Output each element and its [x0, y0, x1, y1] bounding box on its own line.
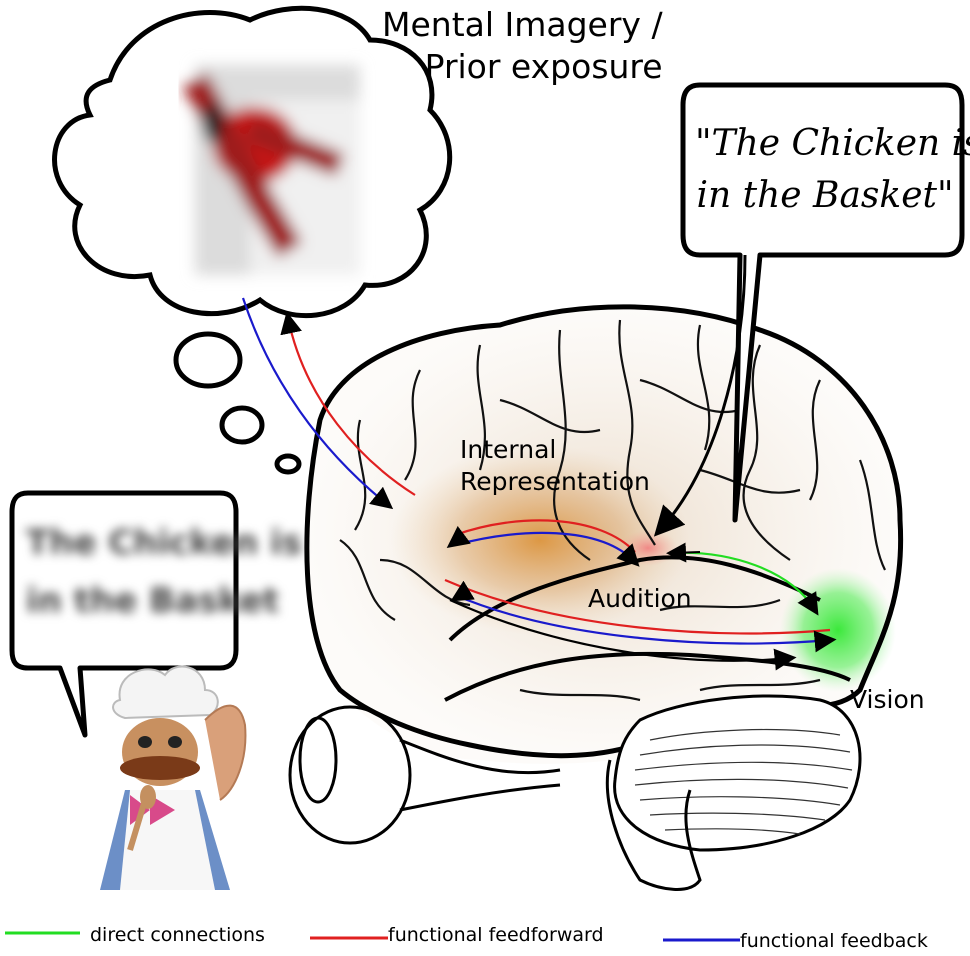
thought-title: Mental Imagery / Prior exposure — [382, 4, 663, 88]
feedback-arrow-internal-to-audition — [454, 531, 640, 567]
feedforward-arrow-audition-to-internal — [454, 519, 636, 553]
legend-feedforward-label: functional feedforward — [388, 924, 604, 946]
thought-bubble-medium — [219, 405, 265, 445]
feedforward-arrow-internal-to-cloud — [280, 311, 416, 496]
feedback-arrow-internal-to-vision — [454, 593, 837, 653]
blurred-speech-text: The Chicken is in the Basket — [26, 514, 302, 630]
internal-label-line1: Internal — [460, 435, 557, 464]
legend-feedback-label: functional feedback — [740, 930, 928, 952]
blurred-animal-icon — [182, 65, 360, 275]
arrow-vision-lower — [449, 598, 797, 671]
internal-label-line2: Representation — [460, 467, 650, 496]
feedforward-arrow-vision-to-internal — [444, 578, 831, 635]
thought-bubble-large — [173, 331, 243, 389]
speech-bubble-icon — [680, 82, 965, 523]
blurred-speech-line1: The Chicken is — [26, 523, 302, 563]
legend-direct-label: direct connections — [90, 924, 265, 946]
eye-outline-icon — [288, 705, 561, 845]
thought-title-line2: Prior exposure — [424, 47, 663, 86]
thought-bubble-small — [274, 453, 302, 475]
blurred-speech-line2: in the Basket — [26, 581, 280, 621]
thought-title-line1: Mental Imagery / — [382, 5, 663, 44]
speech-quote-line1: "The Chicken is — [695, 123, 970, 164]
vision-label: Vision — [850, 685, 925, 714]
chef-figure-icon — [98, 665, 268, 892]
cerebellum-icon — [613, 694, 862, 852]
speech-quote-line2: in the Basket" — [696, 175, 954, 216]
speech-quote: "The Chicken is in the Basket" — [695, 118, 970, 222]
cerebellum-folia — [634, 728, 853, 835]
feedback-arrow-cloud-to-internal — [241, 297, 394, 510]
speech-to-audition-line — [653, 254, 747, 537]
internal-representation-label: Internal Representation — [460, 434, 650, 498]
brainstem — [605, 759, 702, 891]
audition-label: Audition — [588, 584, 692, 613]
blurred-speech-bubble — [9, 490, 239, 738]
gyri-lines — [339, 319, 886, 702]
